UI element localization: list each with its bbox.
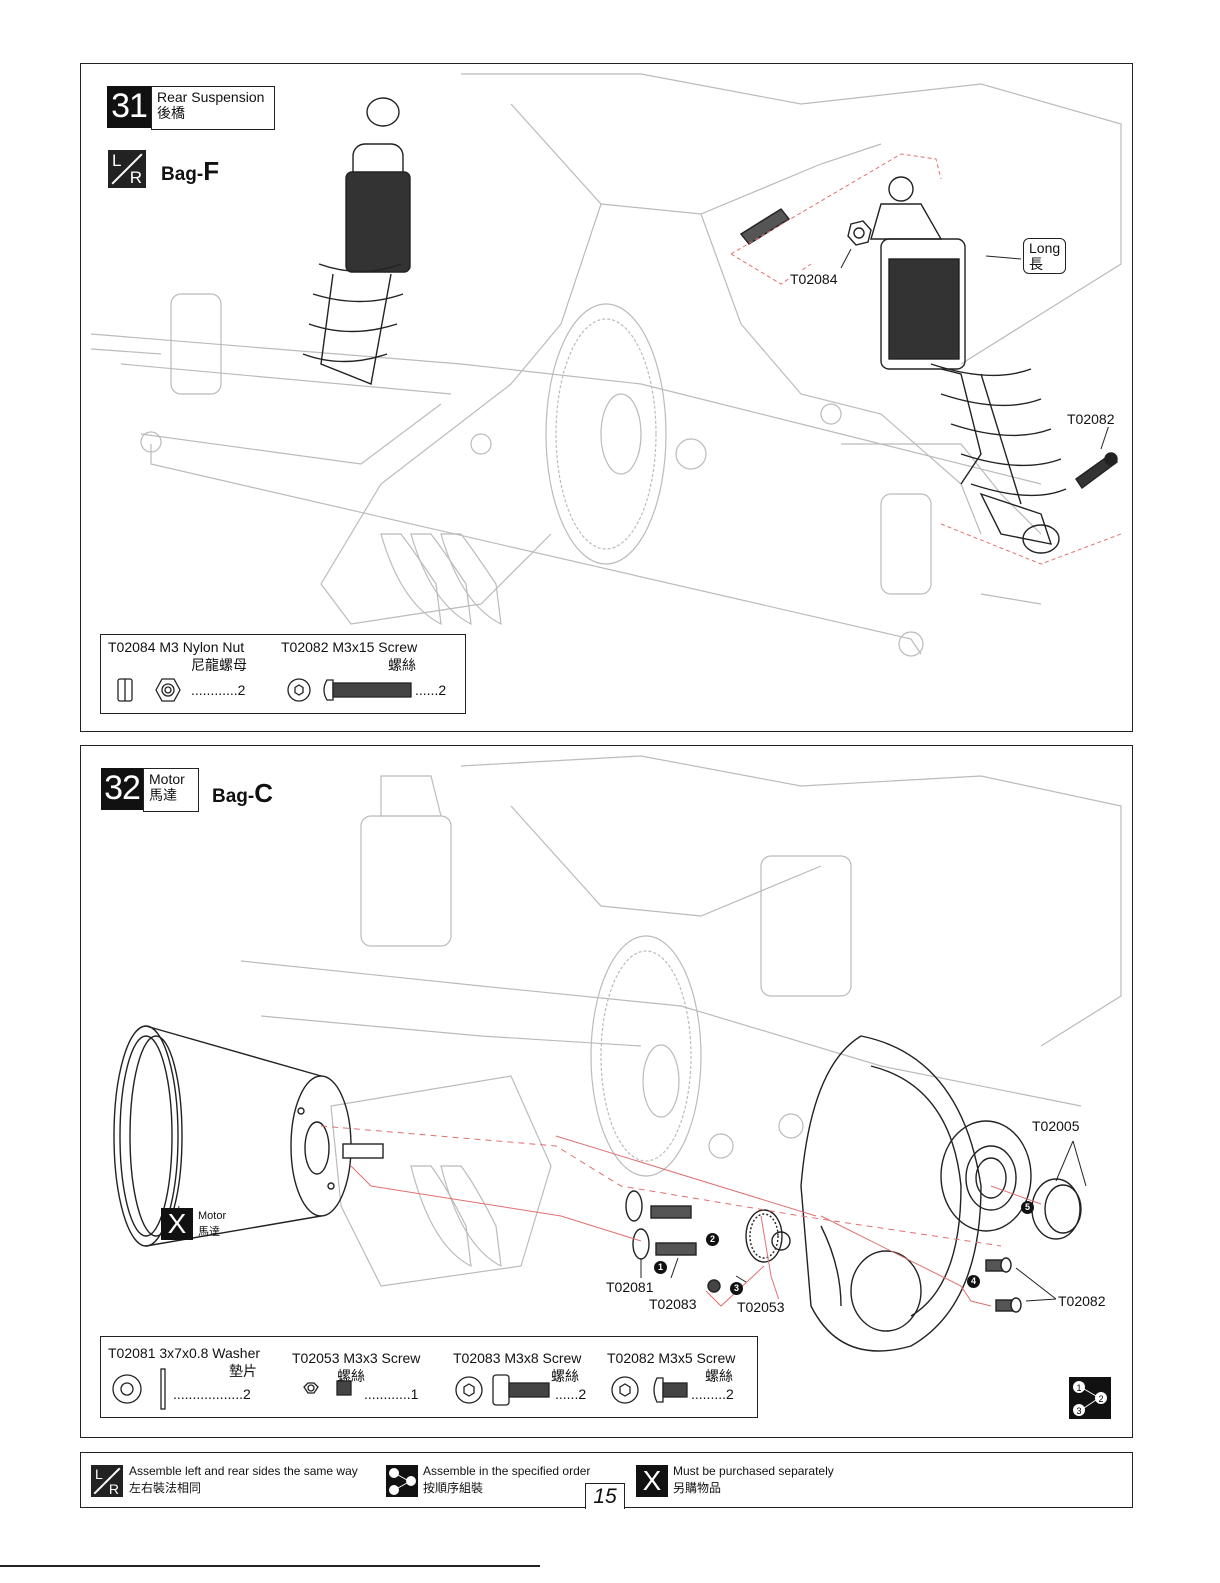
qty-washer: ..................2 xyxy=(173,1386,251,1402)
assembly-order-icon: 1 2 3 xyxy=(1069,1377,1111,1419)
qty-nut: ............2 xyxy=(191,682,246,698)
parts-icons xyxy=(112,1368,688,1410)
purchase-separately-icon: X xyxy=(161,1208,193,1240)
svg-text:1: 1 xyxy=(1076,1383,1081,1393)
step-title: Motor 馬達 xyxy=(143,768,199,812)
washer-icon xyxy=(112,1374,142,1404)
part-cn-screw5: 螺絲 xyxy=(705,1368,733,1384)
motor-illustration xyxy=(113,755,1122,1352)
purchase-separately-icon: X xyxy=(636,1465,668,1497)
bag-label: Bag-C xyxy=(212,778,274,808)
screw-callout: T02082 xyxy=(1066,411,1116,427)
screw5-head-icon xyxy=(611,1376,639,1404)
screw-head-icon xyxy=(287,678,311,702)
cap-callout: T02005 xyxy=(1031,1118,1081,1134)
parts-list: T02081 3x7x0.8 Washer 墊片 T02053 M3x3 Scr… xyxy=(100,1336,758,1418)
parts-list: T02084 M3 Nylon Nut 尼龍螺母 T02082 M3x15 Sc… xyxy=(100,634,466,714)
part-cn-screw8: 螺絲 xyxy=(551,1368,579,1384)
order-bullet-4: 4 xyxy=(967,1275,980,1288)
screw8-head-icon xyxy=(455,1376,483,1404)
order-bullet-5: 5 xyxy=(1021,1201,1034,1214)
part-name-screw8: T02083 M3x8 Screw xyxy=(453,1350,582,1366)
screw5-callout: T02082 xyxy=(1057,1293,1107,1309)
svg-text:3: 3 xyxy=(1076,1406,1081,1416)
step-title-cn: 後橋 xyxy=(157,105,185,121)
part-cn-nut: 尼龍螺母 xyxy=(191,657,247,673)
parts-icons xyxy=(117,678,412,702)
part-cn-washer: 墊片 xyxy=(229,1363,257,1379)
setscrew-callout: T02053 xyxy=(736,1299,786,1315)
qty-screw5: .........2 xyxy=(691,1386,734,1402)
order-bullet-2: 2 xyxy=(706,1233,719,1246)
assembly-order-icon xyxy=(386,1465,418,1497)
step-title-cn: 馬達 xyxy=(149,787,177,803)
order-bullet-3: 3 xyxy=(730,1282,743,1295)
part-cn-screw: 螺絲 xyxy=(388,657,416,673)
svg-text:2: 2 xyxy=(1098,1394,1103,1404)
step-number: 31 xyxy=(107,86,151,128)
page-number: 15 xyxy=(585,1483,625,1509)
setscrew-icon xyxy=(303,1382,319,1394)
qty-setscrew: ............1 xyxy=(364,1386,419,1402)
washer-callout: T02081 xyxy=(605,1279,655,1295)
step-number: 32 xyxy=(101,768,143,810)
part-cn-setscrew: 螺絲 xyxy=(337,1368,365,1384)
part-name-screw5: T02082 M3x5 Screw xyxy=(607,1350,736,1366)
qty-screw8: ......2 xyxy=(555,1386,587,1402)
part-name-screw: T02082 M3x15 Screw xyxy=(281,639,418,655)
nut-callout: T02084 xyxy=(789,271,839,287)
qty-screw: ......2 xyxy=(415,682,447,698)
step-title-en: Rear Suspension xyxy=(157,89,265,105)
legend-lr-text: Assemble left and rear sides the same wa… xyxy=(129,1464,358,1495)
rear-suspension-illustration xyxy=(90,73,1122,657)
footer-rule xyxy=(0,1565,540,1567)
nut-icon xyxy=(155,678,181,702)
screw8-callout: T02083 xyxy=(648,1296,698,1312)
part-name-nut: T02084 M3 Nylon Nut xyxy=(108,639,245,655)
step-title-en: Motor xyxy=(149,771,185,787)
order-bullet-1: 1 xyxy=(654,1261,667,1274)
bag-label: Bag-F xyxy=(161,156,220,186)
step-title: Rear Suspension 後橋 xyxy=(151,86,275,130)
part-name-washer: T02081 3x7x0.8 Washer xyxy=(108,1345,261,1361)
part-name-setscrew: T02053 M3x3 Screw xyxy=(292,1350,421,1366)
